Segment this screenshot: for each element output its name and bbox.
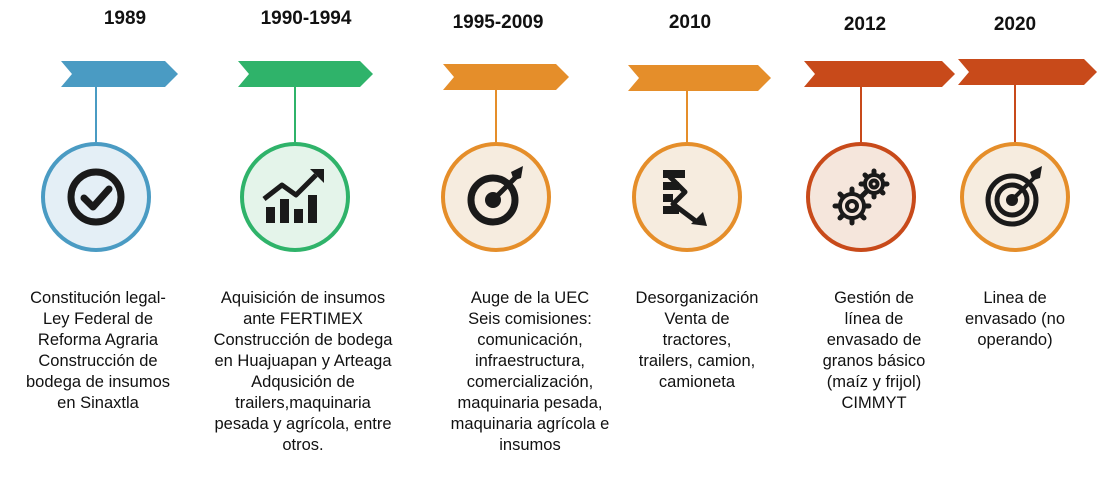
milestone-description: Desorganización Venta de tractores, trai… xyxy=(635,289,759,391)
check-icon xyxy=(67,168,125,226)
timeline-arrow xyxy=(628,65,771,91)
gears-icon xyxy=(832,168,890,226)
milestone-icon-circle xyxy=(240,142,350,252)
growth-chart-icon xyxy=(262,169,324,223)
target-arrow-icon xyxy=(467,166,523,226)
connector-line xyxy=(1014,85,1016,142)
connector-line xyxy=(860,87,862,142)
milestone-year: 2012 xyxy=(843,14,887,35)
timeline-arrow xyxy=(238,61,373,87)
connector-line xyxy=(95,87,97,142)
milestone-icon-circle xyxy=(41,142,151,252)
decline-icon xyxy=(663,170,707,226)
milestone-year: 2020 xyxy=(993,14,1037,35)
connector-line xyxy=(294,87,296,142)
milestone-year: 2010 xyxy=(668,12,712,33)
connector-line xyxy=(495,90,497,142)
milestone-icon-circle xyxy=(960,142,1070,252)
milestone-description: Auge de la UEC Seis comisiones: comunica… xyxy=(450,289,610,454)
timeline-arrow xyxy=(443,64,569,90)
connector-line xyxy=(686,91,688,142)
milestone-year: 1989 xyxy=(103,8,147,29)
milestone-year: 1995-2009 xyxy=(452,12,544,33)
milestone-description: Gestión de línea de envasado de granos b… xyxy=(822,289,926,412)
milestone-icon-circle xyxy=(806,142,916,252)
milestone-description: Aquisición de insumos ante FERTIMEX Cons… xyxy=(213,289,393,454)
timeline-arrow xyxy=(958,59,1097,85)
timeline-arrow xyxy=(804,61,955,87)
milestone-description: Linea de envasado (no operando) xyxy=(965,289,1065,349)
milestone-icon-circle xyxy=(632,142,742,252)
milestone-icon-circle xyxy=(441,142,551,252)
milestone-description: Constitución legal- Ley Federal de Refor… xyxy=(25,289,171,412)
timeline-arrow xyxy=(61,61,178,87)
bullseye-icon xyxy=(985,166,1042,227)
milestone-year: 1990-1994 xyxy=(260,8,352,29)
